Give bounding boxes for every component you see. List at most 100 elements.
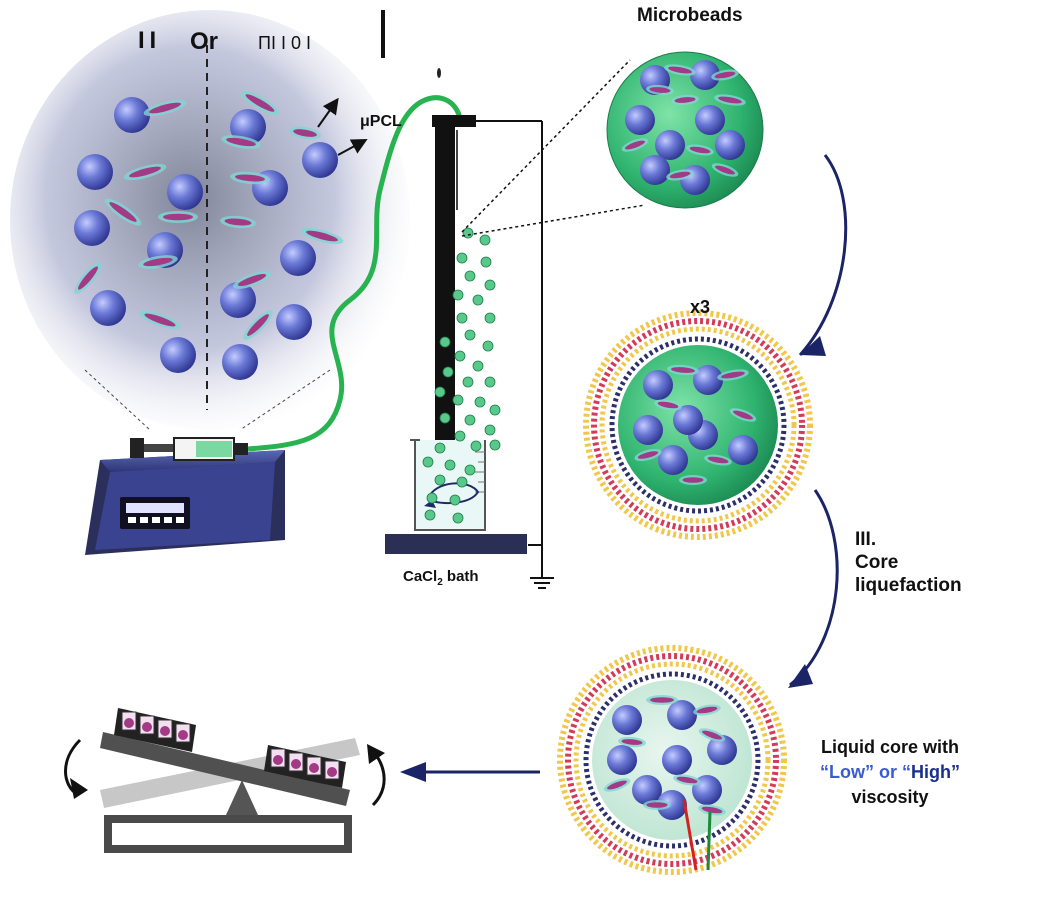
well-sample [160, 726, 170, 736]
membrane-outer-ring [557, 645, 787, 875]
cell [695, 105, 725, 135]
microcarrier [646, 695, 678, 705]
microcarrier [671, 94, 699, 106]
droplet [444, 459, 456, 471]
pointer-arrow [317, 97, 339, 128]
method-label-left: I I [138, 27, 157, 54]
microcarrier [138, 255, 178, 269]
microcarrier [220, 215, 256, 229]
microcarrier [104, 198, 142, 226]
cell [167, 174, 203, 210]
bead-zoom-line-lower [461, 204, 646, 237]
droplet [464, 329, 476, 341]
droplet [464, 270, 476, 282]
cell [728, 435, 758, 465]
capsule-cells-group [603, 695, 737, 820]
pump-projection-line-left [84, 369, 151, 431]
falling-droplets-group [422, 227, 501, 524]
green-tubing [247, 95, 463, 452]
microcarrier [664, 64, 696, 76]
or-label: Or [190, 28, 219, 55]
well-sample [273, 755, 283, 765]
microcarrier [714, 94, 746, 106]
well-sample [327, 767, 337, 777]
cell [658, 445, 688, 475]
microcarrier [158, 211, 198, 223]
microcarrier [704, 454, 732, 466]
membrane-inner-ring [599, 326, 797, 524]
droplet [470, 440, 482, 452]
cell [640, 155, 670, 185]
microcarrier [667, 364, 699, 376]
microcarrier [300, 227, 344, 245]
microcarrier [143, 99, 187, 117]
cell [77, 154, 113, 190]
droplet [452, 512, 464, 524]
membrane-dark-ring [583, 671, 761, 849]
bath-label: CaCl2 bath [403, 568, 479, 588]
process-arrow-1-head [800, 336, 826, 356]
microcarrier [634, 448, 662, 462]
cell [114, 97, 150, 133]
culture-arrow-head [400, 762, 426, 782]
microbeads-label: Microbeads [637, 5, 743, 26]
syringe-pump [85, 437, 285, 555]
cell-suspension-cloud [10, 10, 410, 430]
droplet [479, 234, 491, 246]
droplet [472, 294, 484, 306]
droplet [434, 442, 446, 454]
droplet [480, 256, 492, 268]
cell [643, 370, 673, 400]
microcarrier [673, 774, 701, 786]
well-sample [309, 763, 319, 773]
cell [633, 415, 663, 445]
droplet [442, 366, 454, 378]
microcarrier [711, 163, 739, 177]
rocking-platform [64, 708, 386, 853]
microcarrier [729, 408, 757, 422]
well-plate-left [114, 708, 196, 752]
droplet [464, 414, 476, 426]
microcarrier [221, 135, 261, 149]
microcarrier [717, 369, 749, 381]
cell [662, 745, 692, 775]
cell [690, 60, 720, 90]
droplet [449, 494, 461, 506]
well-plate-right [264, 745, 346, 788]
cell [715, 130, 745, 160]
coated-bead-cells-group [633, 364, 758, 485]
microcarrier [74, 262, 102, 294]
droplet [452, 289, 464, 301]
droplet [454, 350, 466, 362]
upcl-label: μPCL [360, 113, 402, 130]
suspension-cells-group [74, 90, 368, 380]
low-viscosity-indicator [682, 799, 698, 871]
droplet [472, 360, 484, 372]
droplet [434, 386, 446, 398]
droplet [439, 336, 451, 348]
cell [90, 290, 126, 326]
droplet [462, 227, 474, 239]
lbl-membrane-coat [583, 310, 813, 540]
cell [302, 142, 338, 178]
droplet [462, 376, 474, 388]
microcarrier [139, 310, 181, 330]
microcarrier [646, 84, 674, 96]
well-sample [124, 718, 134, 728]
droplet [424, 509, 436, 521]
microcarrier [621, 138, 649, 152]
droplet [484, 312, 496, 324]
cell [160, 337, 196, 373]
microcarrier [240, 90, 280, 116]
core-liquefaction-label: III. Core liquefaction [855, 529, 962, 596]
droplet [434, 474, 446, 486]
process-arrow-1 [798, 154, 848, 357]
bead-zoom-line-upper [461, 59, 631, 233]
droplet [464, 464, 476, 476]
microcarrier [654, 399, 682, 411]
cell [220, 282, 256, 318]
microcarrier [123, 163, 167, 181]
droplet [456, 252, 468, 264]
droplet [422, 456, 434, 468]
